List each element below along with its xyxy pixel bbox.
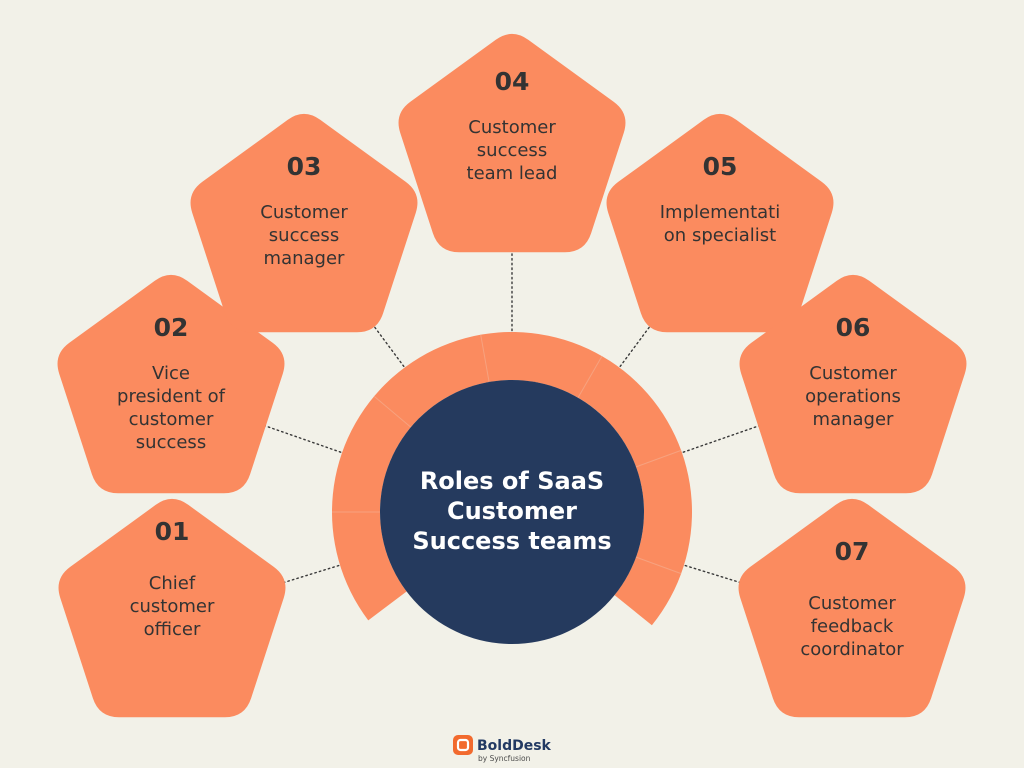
- connector-line-06: [673, 422, 767, 456]
- center-circle: [380, 380, 644, 644]
- role-pentagon-shape: [606, 113, 834, 333]
- brand-logo: BoldDesk by Syncfusion: [453, 735, 552, 763]
- connector-line-02: [257, 422, 351, 456]
- role-pentagon-shape: [57, 274, 285, 494]
- role-number: 04: [495, 67, 530, 96]
- role-pentagon-shape: [739, 274, 967, 494]
- role-number: 07: [835, 537, 870, 566]
- ring-segment-divider: [577, 355, 603, 398]
- center-ring: [332, 332, 692, 626]
- bolddesk-logo-icon: [453, 735, 473, 755]
- brand-name: BoldDesk: [477, 738, 552, 754]
- ring-segment-divider: [635, 449, 682, 468]
- center-ring-arc: [332, 332, 692, 626]
- role-number: 03: [287, 152, 322, 181]
- role-number: 02: [154, 313, 189, 342]
- ring-segment-divider: [373, 395, 412, 428]
- ring-segment-divider: [635, 556, 682, 575]
- brand-tagline: by Syncfusion: [478, 754, 531, 763]
- ring-segment-divider: [480, 334, 490, 383]
- role-number: 06: [836, 313, 871, 342]
- role-pentagon-shape: [58, 498, 286, 718]
- role-pentagon-shape: [190, 113, 418, 333]
- role-pentagon-shape: [738, 498, 966, 718]
- role-pentagon-shape: [398, 33, 626, 253]
- role-number: 01: [155, 517, 190, 546]
- role-number: 05: [703, 152, 738, 181]
